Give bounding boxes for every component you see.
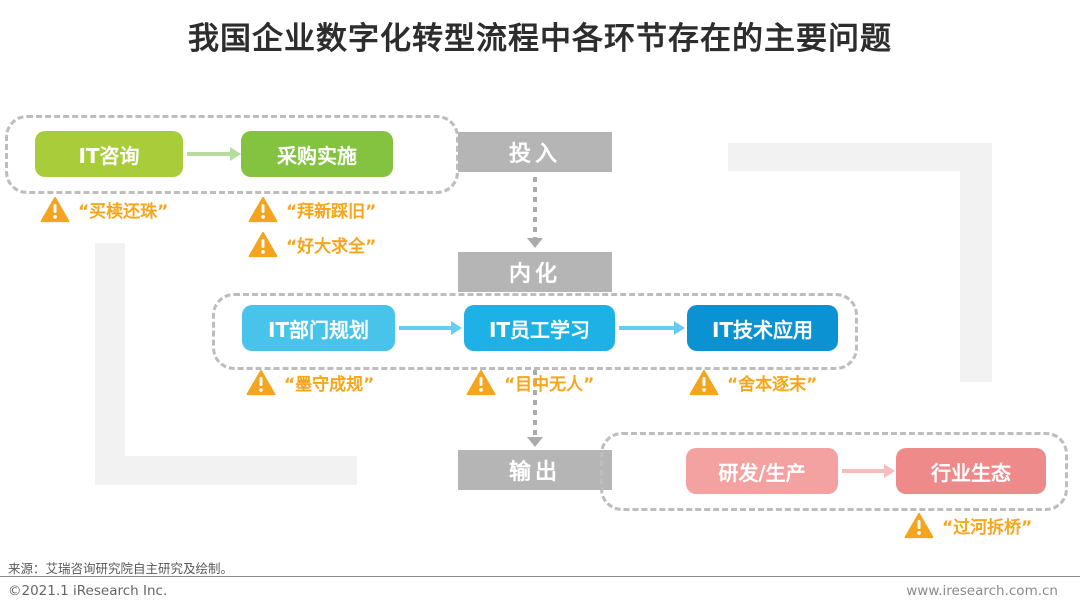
source-note: 来源：艾瑞咨询研究院自主研究及绘制。 — [8, 561, 234, 576]
warning-worship-new-trample-old: “拜新踩旧” — [248, 196, 376, 223]
warning-burn-bridges: “过河拆桥” — [904, 512, 1032, 539]
warning-triangle-icon — [40, 196, 70, 223]
page-title: 我国企业数字化转型流程中各环节存在的主要问题 — [188, 21, 892, 57]
flow-node-it-consulting: IT咨询 — [35, 131, 183, 177]
warning-label: “舍本逐末” — [727, 375, 818, 395]
copyright-text: ©2021.1 iResearch Inc. — [8, 583, 168, 599]
arrow-internalize-to-output — [533, 370, 537, 438]
decoration-bottom-left-horizontal-bar — [95, 456, 357, 485]
internalization-group-outline — [212, 293, 858, 370]
warning-stick-to-convention: “墨守成规” — [246, 369, 374, 396]
warning-buy-casket-return-pearl: “买椟还珠” — [40, 196, 168, 223]
website-url: www.iresearch.com.cn — [906, 583, 1058, 599]
warning-label: “拜新踩旧” — [286, 202, 377, 222]
arrow-production-to-ecosystem — [842, 469, 884, 473]
output-group-outline — [600, 432, 1068, 511]
warning-label: “买椟还珠” — [78, 202, 169, 222]
warning-label: “过河拆桥” — [942, 518, 1033, 538]
warning-triangle-icon — [248, 231, 278, 258]
warning-grandiose-completeness: “好大求全” — [248, 231, 376, 258]
warning-label: “好大求全” — [286, 237, 377, 257]
decoration-bottom-left-vertical-bar — [95, 243, 125, 485]
warning-neglect-essentials: “舍本逐末” — [689, 369, 817, 396]
decoration-top-right-horizontal-bar — [728, 143, 992, 171]
warning-supercilious: “目中无人” — [466, 369, 594, 396]
flow-node-rd-production: 研发/生产 — [686, 448, 838, 494]
warning-triangle-icon — [904, 512, 934, 539]
warning-triangle-icon — [689, 369, 719, 396]
stage-label-internalize: 内化 — [458, 252, 612, 292]
flow-node-it-department-planning: IT部门规划 — [242, 305, 395, 351]
warning-triangle-icon — [248, 196, 278, 223]
flow-node-industry-ecosystem: 行业生态 — [896, 448, 1046, 494]
flow-node-it-technology-application: IT技术应用 — [687, 305, 838, 351]
stage-label-input: 投入 — [458, 132, 612, 172]
warning-triangle-icon — [466, 369, 496, 396]
arrow-consulting-to-procurement — [187, 152, 230, 156]
arrow-planning-to-learning — [399, 326, 451, 330]
footer-divider — [0, 576, 1080, 577]
decoration-top-right-vertical-bar — [960, 143, 992, 382]
stage-label-output: 输出 — [458, 450, 612, 490]
arrow-input-to-internalize — [533, 177, 537, 239]
investment-group-outline — [5, 115, 459, 194]
warning-triangle-icon — [246, 369, 276, 396]
flow-node-procurement-implementation: 采购实施 — [241, 131, 393, 177]
flow-node-it-staff-learning: IT员工学习 — [464, 305, 615, 351]
arrow-learning-to-application — [619, 326, 674, 330]
warning-label: “墨守成规” — [284, 375, 375, 395]
warning-label: “目中无人” — [504, 375, 595, 395]
